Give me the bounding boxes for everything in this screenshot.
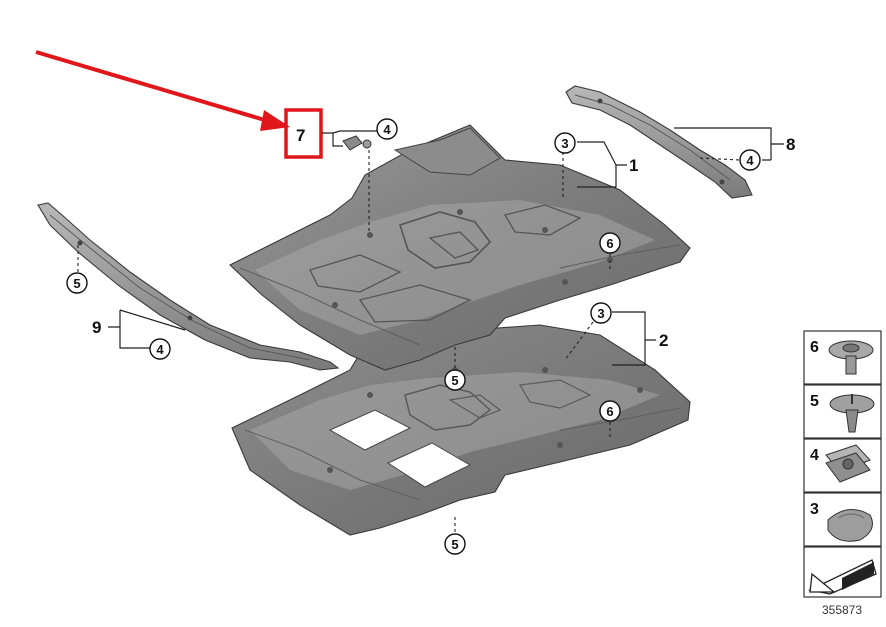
- left-support-strut[interactable]: [37, 202, 340, 371]
- callout-5-middle[interactable]: 5: [444, 369, 466, 391]
- leader-lines: [77, 127, 784, 532]
- legend-item-4[interactable]: 4: [803, 438, 882, 493]
- svg-text:5: 5: [73, 276, 80, 291]
- push-rivet-icon: [828, 340, 874, 375]
- svg-text:4: 4: [746, 153, 754, 168]
- legend-direction-item: [803, 546, 882, 598]
- svg-text:3: 3: [810, 501, 819, 518]
- svg-text:5: 5: [451, 537, 458, 552]
- svg-text:6: 6: [606, 236, 613, 251]
- fastener-legend: 6 5 4 3: [803, 330, 882, 598]
- mounting-bracket-part-7[interactable]: [342, 135, 372, 151]
- expanding-rivet-icon: [829, 394, 875, 433]
- part-label-9[interactable]: 9: [92, 318, 101, 337]
- callout-6-lower[interactable]: 6: [599, 400, 621, 422]
- callout-4-part7[interactable]: 4: [376, 118, 398, 140]
- forward-direction-arrow-icon: [807, 559, 877, 595]
- svg-text:3: 3: [561, 136, 568, 151]
- callout-6-upper[interactable]: 6: [599, 232, 621, 254]
- svg-text:5: 5: [810, 393, 819, 410]
- svg-text:4: 4: [156, 342, 164, 357]
- legend-item-6[interactable]: 6: [803, 330, 882, 385]
- svg-text:6: 6: [606, 404, 613, 419]
- callout-3-lower[interactable]: 3: [590, 302, 612, 324]
- part-label-1[interactable]: 1: [629, 156, 638, 175]
- part-label-2[interactable]: 2: [659, 331, 668, 350]
- legend-item-3[interactable]: 3: [803, 492, 882, 547]
- nut-clip-icon: [825, 444, 871, 483]
- repair-patch-icon: [827, 509, 873, 542]
- part-number-labels: 7 1 8 9 2: [92, 126, 795, 350]
- fastener-callouts: 4 3 4 6 5 4 5 3 6 5: [66, 118, 761, 555]
- callout-3-upper[interactable]: 3: [554, 132, 576, 154]
- lower-shield-opening-rear: [386, 442, 472, 488]
- callout-4-part9[interactable]: 4: [149, 338, 171, 360]
- svg-text:4: 4: [383, 122, 391, 137]
- callout-4-part8[interactable]: 4: [739, 149, 761, 171]
- svg-text:6: 6: [810, 339, 819, 356]
- legend-item-5[interactable]: 5: [803, 384, 882, 439]
- svg-text:3: 3: [597, 306, 604, 321]
- callout-5-bottom[interactable]: 5: [444, 533, 466, 555]
- highlight-box: [284, 108, 323, 159]
- svg-text:4: 4: [810, 447, 819, 464]
- highlight-arrow: [35, 50, 290, 131]
- part-label-8[interactable]: 8: [786, 135, 795, 154]
- svg-text:5: 5: [451, 373, 458, 388]
- right-support-strut[interactable]: [565, 85, 753, 199]
- upper-underbody-shield[interactable]: [229, 124, 691, 371]
- callout-5-left[interactable]: 5: [66, 272, 88, 294]
- part-label-7[interactable]: 7: [296, 126, 305, 145]
- lower-underbody-shield[interactable]: [231, 324, 691, 536]
- diagram-number: 355873: [822, 603, 862, 617]
- lower-shield-opening-front: [328, 409, 412, 451]
